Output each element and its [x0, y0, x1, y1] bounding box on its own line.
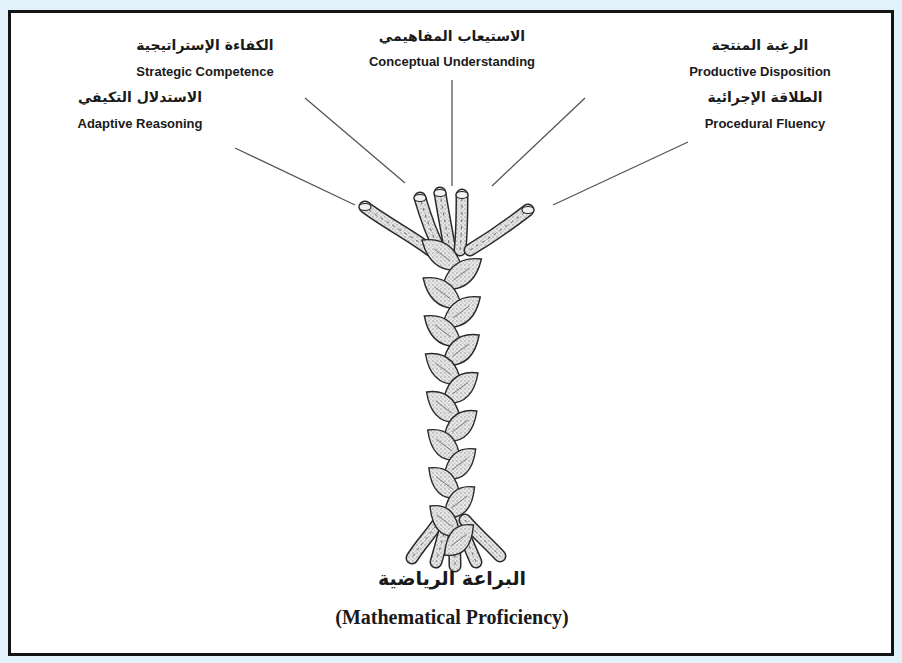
strand-tip — [522, 207, 534, 214]
strand-label: Procedural Fluency — [705, 116, 826, 131]
braid-texture — [435, 363, 451, 375]
braid-texture — [451, 496, 467, 508]
strand-outline — [470, 210, 528, 250]
rope-braid — [422, 240, 481, 556]
leader-line — [553, 142, 688, 205]
strand-outline — [460, 195, 462, 250]
strand-label: Adaptive Reasoning — [78, 116, 203, 131]
braid-texture — [452, 458, 468, 470]
leader-line — [305, 98, 405, 183]
strand-texture — [470, 210, 528, 250]
braid-texture — [436, 439, 452, 451]
strand-label: Conceptual Understanding — [369, 54, 535, 69]
strand-tip — [414, 195, 426, 202]
braid-segment — [444, 525, 473, 556]
braid-texture — [454, 268, 470, 280]
leader-line — [492, 98, 585, 186]
braid-texture — [434, 249, 450, 261]
strand-label: Strategic Competence — [136, 64, 273, 79]
strand-texture — [460, 195, 462, 250]
braid-texture — [452, 420, 468, 432]
strand-label-arabic: الرغبة المنتجة — [712, 37, 809, 53]
strand-label-arabic: الاستيعاب المفاهيمي — [379, 28, 525, 44]
braid-texture — [436, 477, 452, 489]
strand-body — [470, 210, 528, 250]
braid-texture — [435, 287, 451, 299]
braid-texture — [453, 344, 469, 356]
rope-strands — [359, 190, 534, 567]
braid-texture — [453, 306, 469, 318]
caption-arabic: البراعة الرياضية — [378, 567, 526, 589]
leader-line — [451, 80, 452, 186]
leader-line — [235, 148, 355, 205]
braid-texture — [435, 325, 451, 337]
strand-body — [460, 195, 462, 250]
caption-english: (Mathematical Proficiency) — [335, 606, 568, 629]
braid-texture — [452, 382, 468, 394]
leader-lines — [235, 80, 688, 205]
strand-label: Productive Disposition — [689, 64, 831, 79]
strand-label-arabic: الاستدلال التكيفي — [78, 89, 202, 105]
braid-texture — [451, 534, 467, 546]
strand-tip — [456, 192, 468, 199]
strand-label-arabic: الطلاقة الإجرائية — [707, 89, 822, 105]
braid-texture — [436, 401, 452, 413]
braid-texture — [437, 515, 453, 527]
strand-tip — [359, 204, 371, 211]
strand-label-arabic: الكفاءة الإستراتيجية — [136, 37, 273, 53]
strand-tip — [434, 190, 446, 197]
